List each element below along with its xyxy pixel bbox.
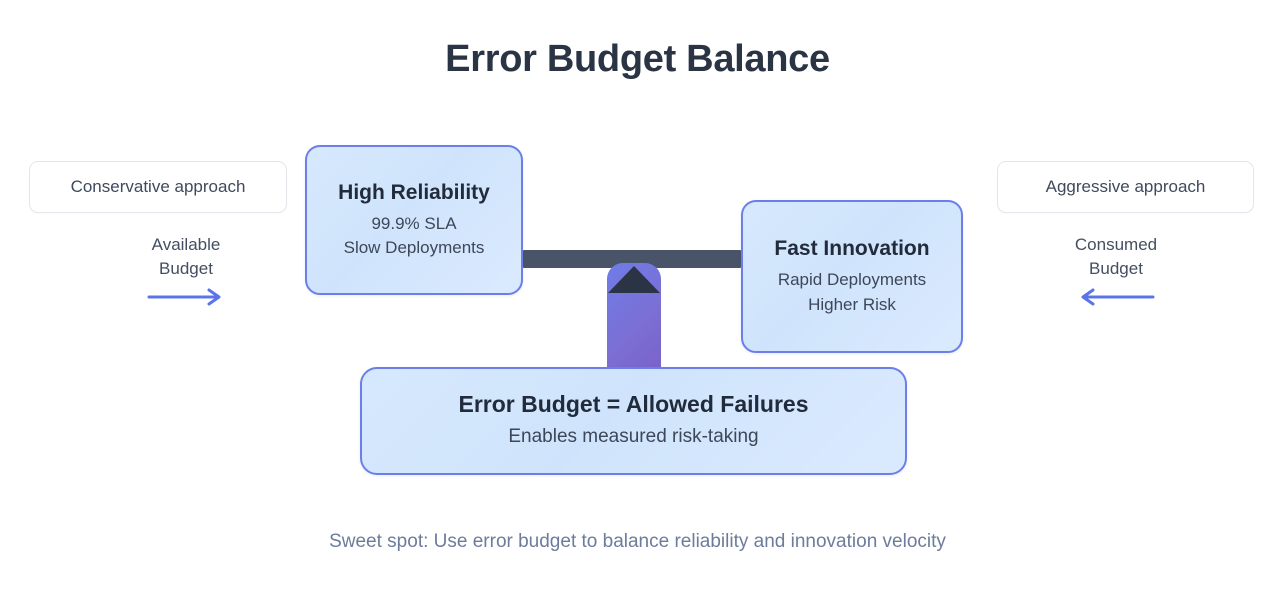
arrow-left-icon	[991, 287, 1241, 307]
fast-innovation-card: Fast Innovation Rapid Deployments Higher…	[741, 200, 963, 353]
fast-innovation-details: Rapid Deployments Higher Risk	[777, 270, 927, 314]
error-budget-title: Error Budget = Allowed Failures	[458, 390, 809, 417]
high-reliability-title: High Reliability	[338, 180, 490, 204]
error-budget-details: Enables measured risk-taking	[508, 426, 759, 448]
error-budget-card: Error Budget = Allowed Failures Enables …	[360, 367, 907, 475]
arrow-right-icon	[61, 287, 311, 307]
available-budget-annotation: Available Budget	[61, 233, 311, 307]
consumed-budget-annotation: Consumed Budget	[991, 233, 1241, 307]
sweet-spot-caption: Sweet spot: Use error budget to balance …	[329, 531, 946, 552]
consumed-budget-label: Consumed Budget	[1074, 235, 1158, 279]
high-reliability-details: 99.9% SLA Slow Deployments	[343, 213, 485, 258]
balance-beam	[523, 250, 741, 268]
fulcrum-triangle	[608, 266, 660, 293]
aggressive-approach-pill: Aggressive approach	[997, 161, 1254, 213]
high-reliability-card: High Reliability 99.9% SLA Slow Deployme…	[305, 145, 523, 295]
available-budget-label: Available Budget	[151, 235, 221, 279]
fast-innovation-title: Fast Innovation	[774, 237, 930, 261]
conservative-approach-pill: Conservative approach	[29, 161, 287, 213]
page-title: Error Budget Balance	[445, 38, 830, 80]
conservative-approach-label: Conservative approach	[70, 177, 246, 196]
aggressive-approach-label: Aggressive approach	[1045, 177, 1206, 196]
